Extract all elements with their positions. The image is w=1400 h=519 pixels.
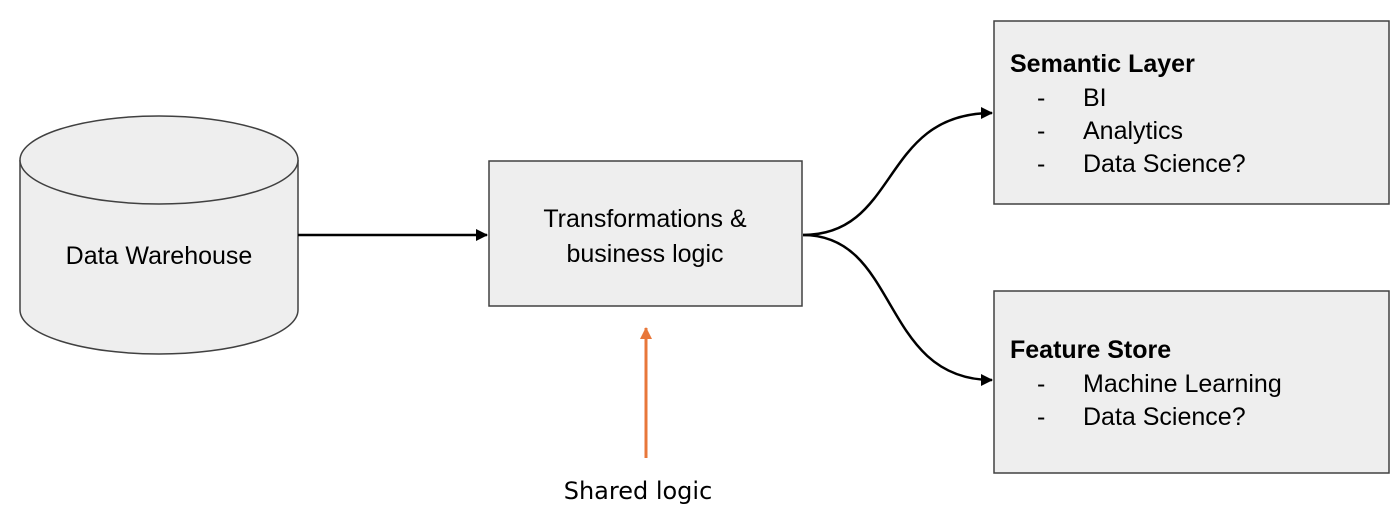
feature-item-2-dash: - <box>1037 403 1045 431</box>
transformations-box <box>488 160 803 307</box>
feature-store-box <box>993 290 1390 474</box>
semantic-item-3-dash: - <box>1037 150 1045 178</box>
data-warehouse-label: Data Warehouse <box>66 242 253 270</box>
semantic-item-3: Data Science? <box>1083 150 1246 178</box>
feature-store-node: Feature Store - Machine Learning - Data … <box>993 290 1390 474</box>
semantic-item-1-dash: - <box>1037 84 1045 112</box>
transformations-label-line1: Transformations & <box>543 205 747 233</box>
transformations-label-line2: business logic <box>566 240 723 268</box>
feature-store-title: Feature Store <box>1010 336 1171 364</box>
transform-to-semantic-arrow <box>802 107 993 237</box>
semantic-layer-node: Semantic Layer - BI - Analytics - Data S… <box>993 20 1390 205</box>
semantic-layer-box <box>993 20 1390 205</box>
semantic-item-2: Analytics <box>1083 117 1183 145</box>
transform-to-feature-arrow <box>802 233 993 386</box>
transformations-node: Transformations & business logic <box>488 160 803 307</box>
cylinder-top <box>19 115 299 205</box>
semantic-item-1: BI <box>1083 84 1107 112</box>
semantic-layer-title: Semantic Layer <box>1010 50 1195 78</box>
feature-item-1: Machine Learning <box>1083 370 1282 398</box>
cylinder-body <box>19 160 299 355</box>
shared-logic-label: Shared logic <box>564 477 713 505</box>
data-warehouse-node: Data Warehouse <box>19 115 299 355</box>
feature-item-2: Data Science? <box>1083 403 1246 431</box>
feature-item-1-dash: - <box>1037 370 1045 398</box>
semantic-item-2-dash: - <box>1037 117 1045 145</box>
